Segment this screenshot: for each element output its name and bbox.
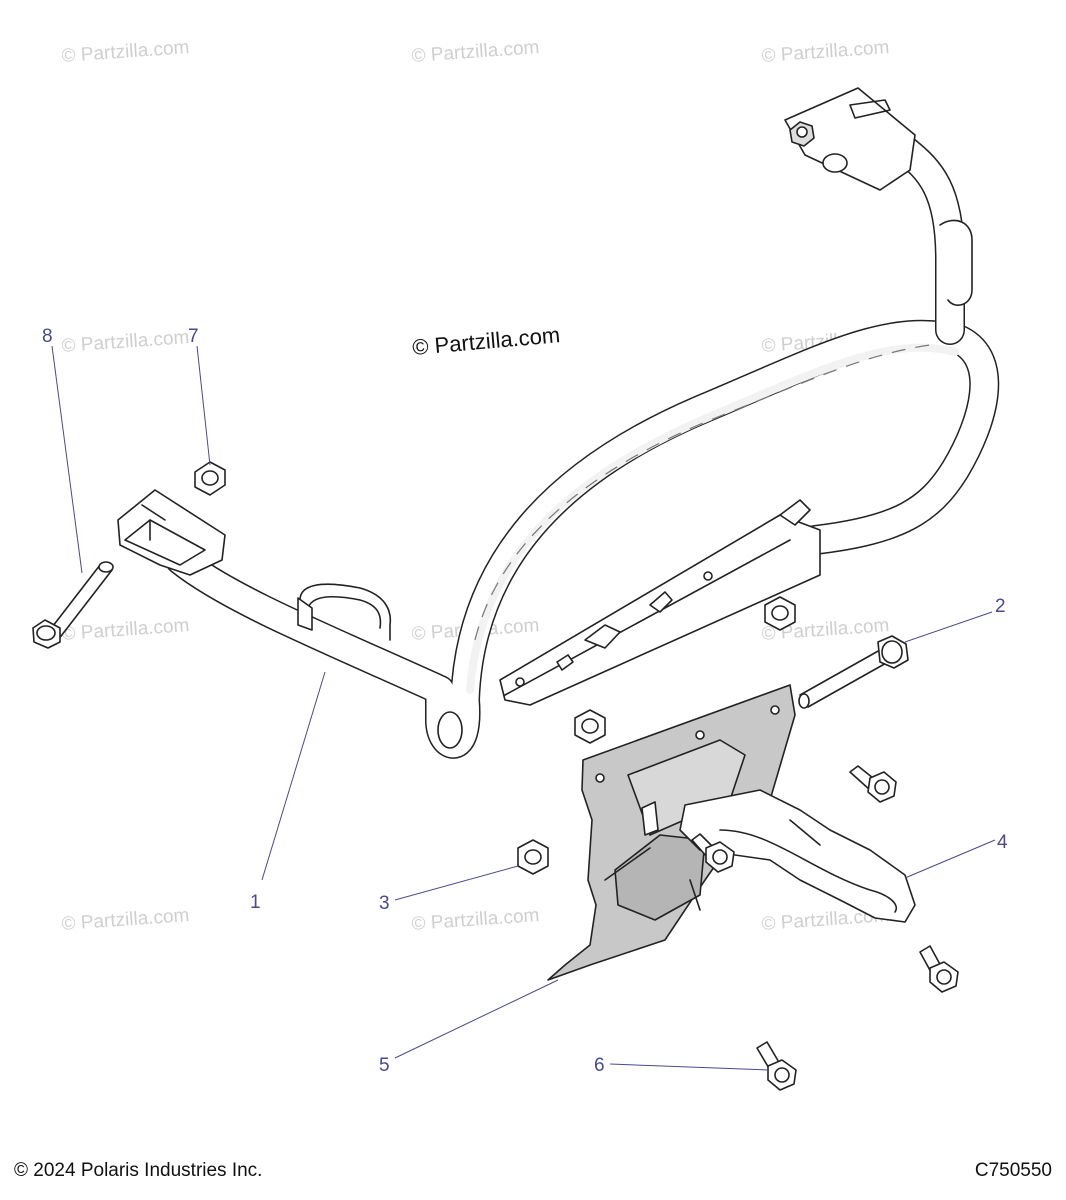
callout-7: 7 [188, 326, 211, 466]
flange-bolt [919, 945, 959, 993]
diagram-code: C750550 [974, 1160, 1052, 1181]
callout-6: 6 [594, 1055, 769, 1076]
cross-plate [499, 499, 821, 706]
callout-1: 1 [250, 671, 326, 913]
callout-number: 1 [250, 892, 261, 913]
watermark: © Partzilla.com [61, 327, 190, 357]
watermark: © Partzilla.com [61, 37, 190, 67]
flange-bolt [691, 833, 735, 873]
long-bolt-part-2 [798, 635, 909, 709]
flange-nut-part-3 [517, 839, 549, 875]
callout-number: 4 [997, 832, 1008, 853]
copyright-text: © 2024 Polaris Industries Inc. [14, 1160, 263, 1181]
watermark: © Partzilla.com [61, 615, 190, 645]
watermark: © Partzilla.com [411, 905, 540, 935]
flange-bolt [849, 765, 897, 803]
callout-3: 3 [379, 865, 519, 914]
watermark: © Partzilla.com [411, 37, 540, 67]
callout-8: 8 [42, 326, 83, 574]
flange-bolt-part-6 [756, 1041, 797, 1091]
flange-nut-part-7 [194, 461, 226, 496]
flange-nut [764, 596, 796, 631]
callout-number: 6 [594, 1055, 605, 1076]
callout-number: 3 [379, 893, 390, 914]
watermark: © Partzilla.com [761, 37, 890, 67]
callout-4: 4 [904, 832, 1008, 879]
callout-2: 2 [904, 596, 1006, 643]
watermark: © Partzilla.com [61, 905, 190, 935]
long-bolt-part-8 [32, 561, 114, 649]
center-watermark: © Partzilla.com [411, 322, 561, 360]
skid-plate [547, 684, 796, 981]
callout-number: 8 [42, 326, 53, 347]
callout-number: 7 [188, 326, 199, 347]
flange-nut [574, 709, 606, 744]
callout-number: 5 [379, 1055, 390, 1076]
callout-number: 2 [995, 596, 1006, 617]
front-bumper-tube [117, 87, 1000, 759]
callout-5: 5 [379, 979, 559, 1076]
